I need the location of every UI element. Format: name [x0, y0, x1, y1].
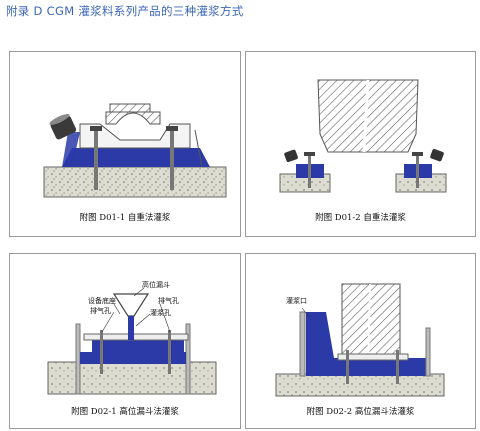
label-base-plate: 设备底座 — [88, 297, 116, 305]
figure-caption: 附图 D02-2 高位漏斗法灌浆 — [306, 407, 415, 417]
figure-d02-2-drawing — [275, 283, 445, 397]
figure-caption: 附图 D02-1 高位漏斗法灌浆 — [71, 407, 179, 417]
label-vent-right: 排气孔 — [158, 297, 179, 305]
figure-d02-1-drawing — [47, 287, 217, 395]
label-grout-hole: 灌浆孔 — [150, 309, 171, 317]
figure-d02-2: 灌浆口 附图 D02-2 高位漏斗法灌浆 — [245, 253, 476, 429]
figure-d01-2-drawing — [279, 79, 447, 193]
figure-caption: 附图 D01-1 自重法灌浆 — [79, 213, 171, 223]
label-funnel: 高位漏斗 — [142, 281, 170, 289]
machine-column — [317, 79, 419, 153]
label-vent-left: 排气孔 — [90, 307, 111, 315]
figure-d01-1-drawing — [43, 103, 227, 198]
figure-d01-2: 附图 D01-2 自重法灌浆 — [245, 51, 476, 237]
label-grout-port: 灌浆口 — [286, 297, 307, 305]
page-title: 附录 D CGM 灌浆料系列产品的三种灌浆方式 — [6, 4, 244, 18]
figure-caption: 附图 D01-2 自重法灌浆 — [315, 213, 406, 223]
grout-layer — [62, 148, 210, 167]
machine-block — [105, 111, 161, 125]
figure-d01-1: 附图 D01-1 自重法灌浆 — [9, 51, 241, 237]
figure-d02-1: 高位漏斗 设备底座 排气孔 排气孔 灌浆孔 附图 D02-1 高位漏斗法灌浆 — [9, 253, 241, 429]
concrete-foundation — [43, 166, 227, 198]
